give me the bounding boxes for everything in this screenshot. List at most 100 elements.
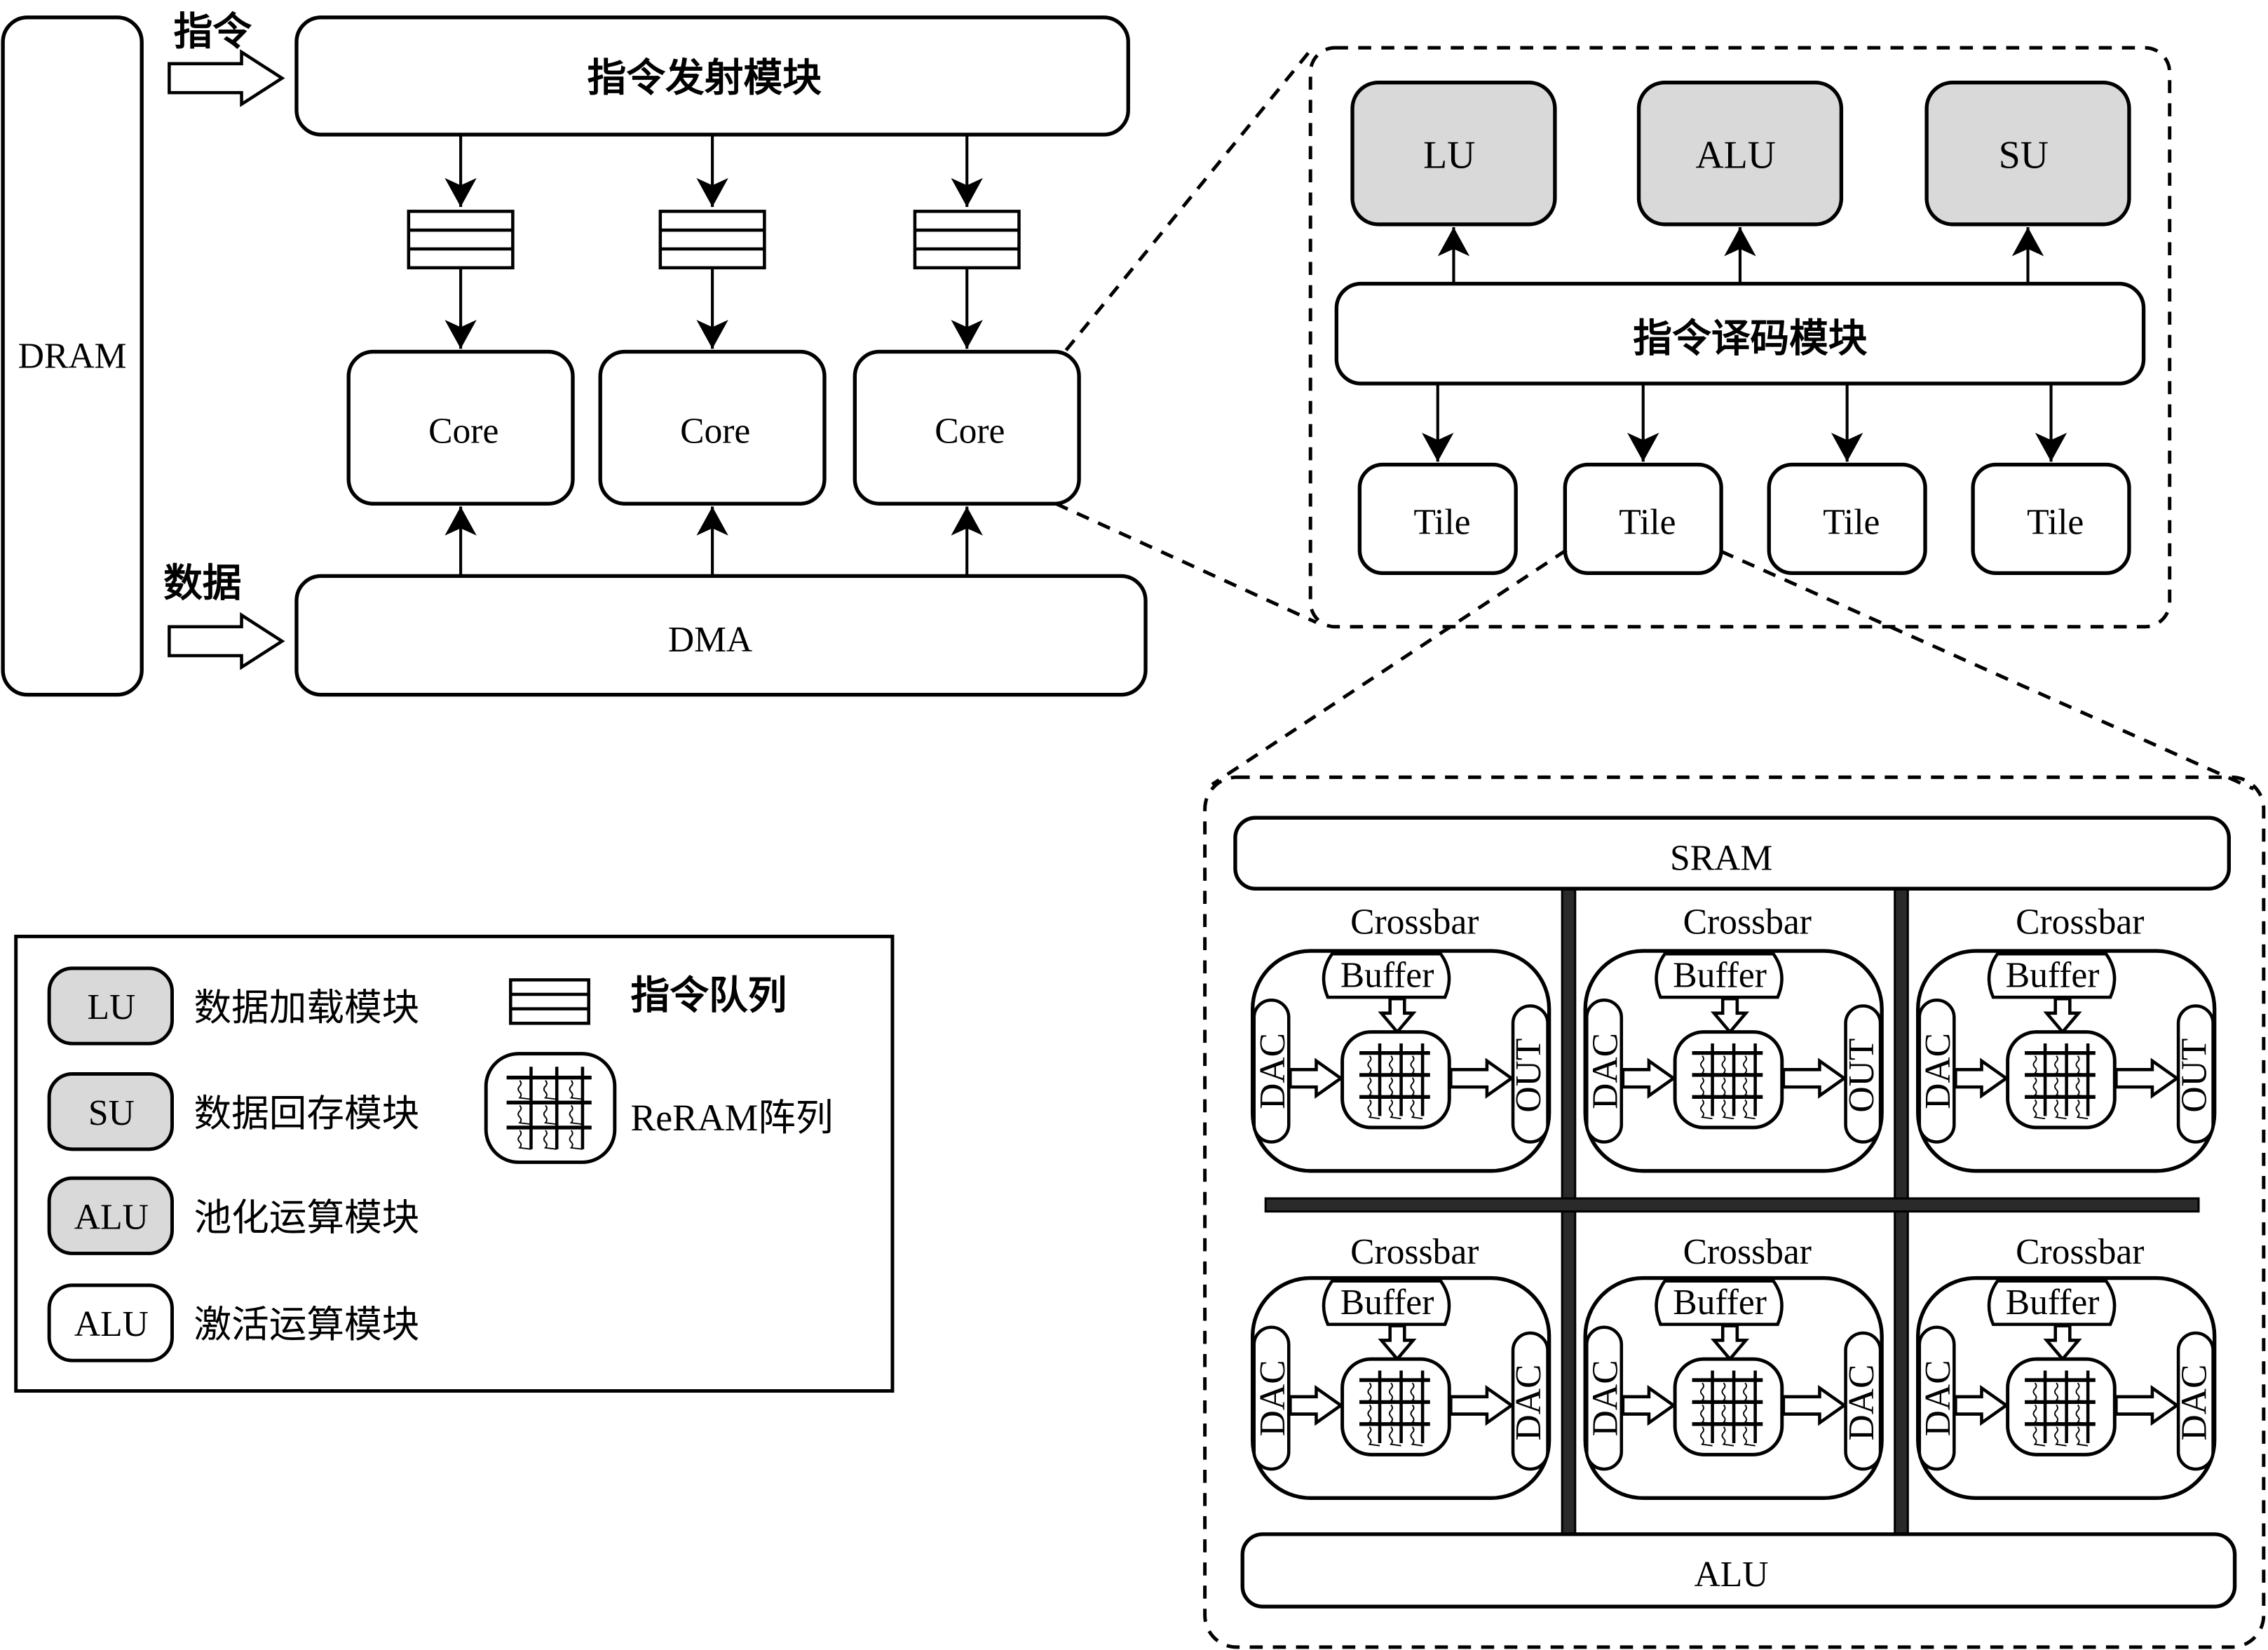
legend-symbol-label: SU [88,1093,135,1133]
right-arrow-icon [1781,1057,1847,1099]
buffer-block [1655,952,1784,999]
out-block [1511,1004,1549,1144]
right-arrow-icon [1621,1057,1676,1099]
reram-array-icon [1673,1357,1784,1456]
crossbar-title: Crossbar [1683,902,1812,942]
instruction-queue-icon [407,210,515,270]
dma-block: DMA [294,574,1148,697]
crossbar-title: Crossbar [2016,1232,2144,1272]
sram-block [1233,816,2231,891]
out-block [1844,1004,1882,1144]
dma-label: DMA [668,620,752,660]
buffer-block [1322,1279,1451,1326]
core-label: Core [935,412,1005,452]
right-arrow-icon [1781,1385,1847,1426]
data-input-label: 数据 [163,562,241,605]
buffer-block [1987,1279,2117,1326]
legend-symbol [47,1176,174,1255]
dac-label: DAC [1253,1360,1293,1436]
buffer-block [1655,1279,1784,1326]
core-label: Core [680,412,750,452]
core-column: Core [853,136,1081,576]
sram-label: SRAM [1670,838,1772,878]
dram-block: DRAM [1,15,144,697]
tile-block: Tile [1357,385,1518,576]
down-arrow-icon [2043,1324,2082,1362]
legend-queue-label: 指令队列 [631,975,787,1018]
buffer-block [1322,952,1451,999]
tile-alu-block [1240,1532,2237,1609]
reram-array-icon [2006,1357,2117,1456]
buffer-label: Buffer [1340,956,1434,996]
dac-label: DAC [1509,1365,1549,1441]
tile-block: Tile [1767,385,1927,576]
down-arrow-icon [1378,1324,1417,1362]
core-unit-lu: LU [1350,80,1557,284]
dac-label: DAC [1586,1360,1626,1436]
legend-symbol-label: LU [87,987,135,1027]
issue-module: 指令发射模块 [294,15,1130,137]
crossbar-title: Crossbar [1350,1232,1479,1272]
right-arrow-icon [1449,1057,1514,1099]
legend-reram-label: ReRAM阵列 [631,1097,834,1139]
buffer-block [1987,952,2117,999]
reram-array-icon [1340,1030,1451,1130]
buffer-label: Buffer [2006,1283,2100,1323]
down-arrow-icon [1378,996,1417,1035]
right-arrow-icon [1954,1057,2009,1099]
zoom-line [1720,550,2255,791]
dac-block [1511,1331,1549,1471]
out-label: OUT [1842,1039,1882,1113]
core-unit-label: SU [1999,133,2049,177]
legend-symbol [47,966,174,1046]
instruction-input-arrow-icon [168,49,285,107]
core-unit-label: ALU [1696,133,1776,177]
tile-label: Tile [1413,503,1470,543]
dram-label: DRAM [18,336,127,376]
crossbar-title: Crossbar [2016,902,2144,942]
dac-block [2176,1331,2215,1471]
legend-symbol-label: ALU [74,1197,149,1237]
tile-label: Tile [1823,503,1880,543]
out-block [2176,1004,2215,1144]
dac-label: DAC [1918,1360,1958,1436]
reram-array-icon [1340,1357,1451,1456]
crossbar-title: Crossbar [1350,902,1479,942]
legend-symbol [47,1283,174,1362]
tile-label: Tile [2027,503,2084,543]
data-input-arrow-icon [168,612,285,670]
dac-label: DAC [2174,1365,2214,1441]
right-arrow-icon [1621,1385,1676,1426]
right-arrow-icon [1954,1385,2009,1426]
dac-label: DAC [1253,1033,1293,1109]
right-arrow-icon [1289,1385,1344,1426]
tile-label: Tile [1619,503,1676,543]
instruction-queue-icon [509,978,590,1025]
right-arrow-icon [2114,1057,2180,1099]
legend-item-label: 数据回存模块 [193,1093,419,1135]
dac-block [1844,1331,1882,1471]
legend-queue: 指令队列 [509,975,787,1025]
legend-item-label: 激活运算模块 [193,1304,419,1346]
buffer-label: Buffer [1673,956,1767,996]
legend-symbol-label: ALU [74,1304,149,1344]
buffer-label: Buffer [1673,1283,1767,1323]
legend-reram: ReRAM阵列 [484,1052,834,1164]
tile-alu-label: ALU [1695,1555,1769,1595]
zoom-line [1064,50,1311,352]
core-unit-label: LU [1423,133,1475,177]
core-unit-su: SU [1924,80,2131,284]
buffer-label: Buffer [2006,956,2100,996]
instruction-queue-icon [658,210,766,270]
buffer-label: Buffer [1340,1283,1434,1323]
issue-module-label: 指令发射模块 [588,57,822,100]
